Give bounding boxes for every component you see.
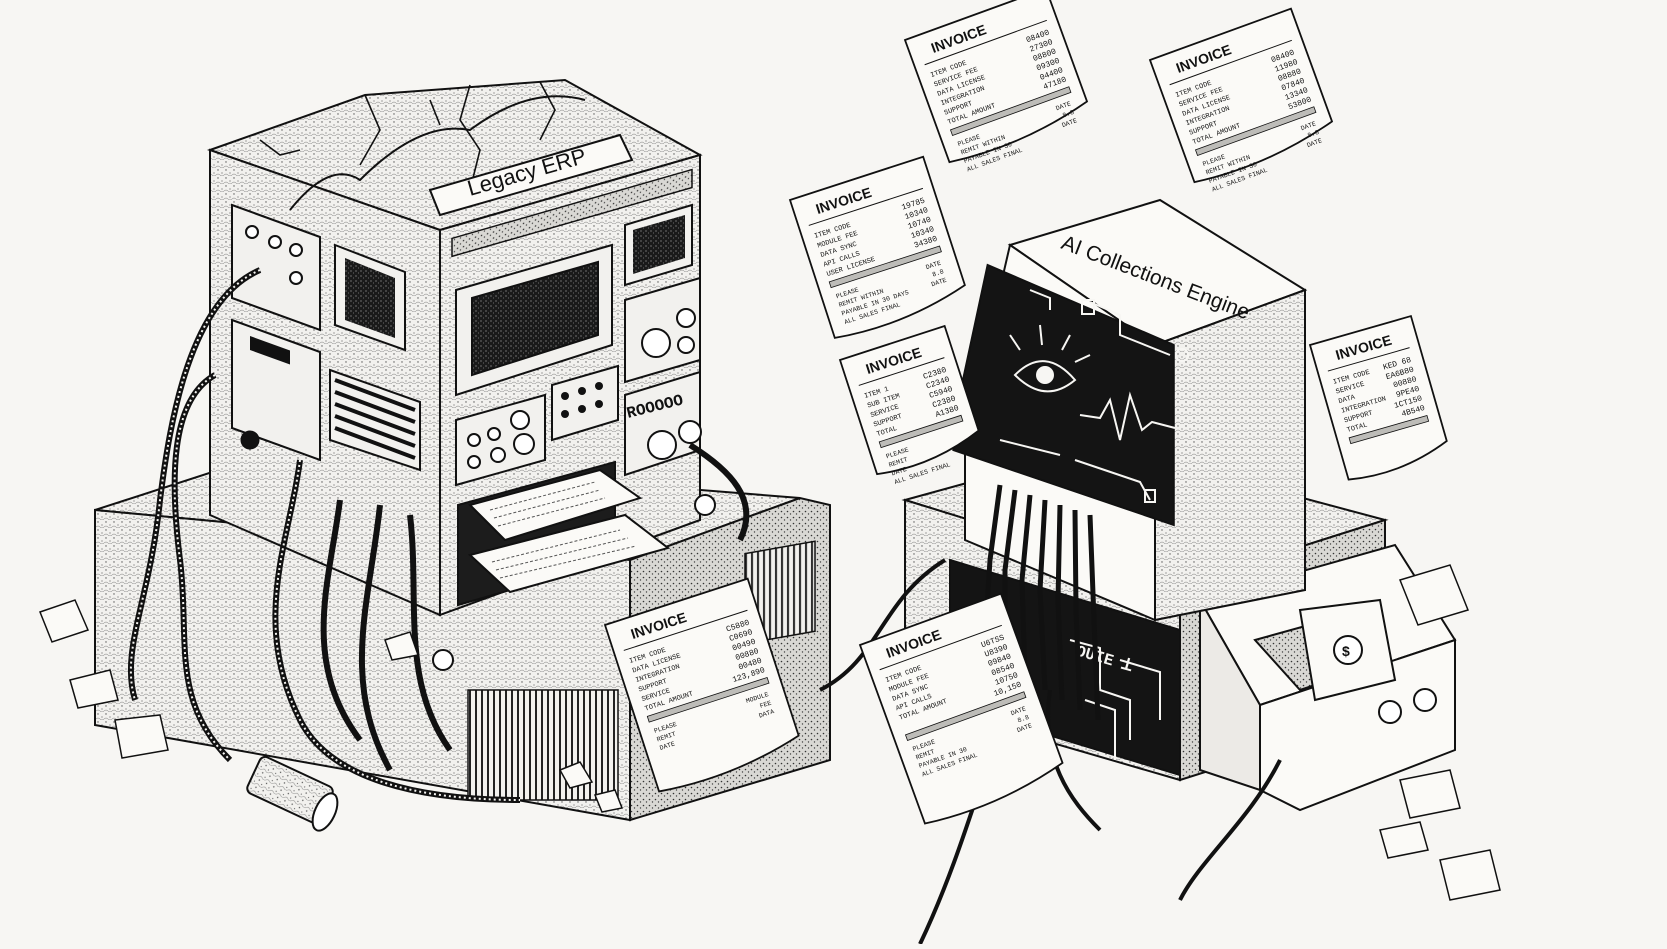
invoice-total-bar	[904, 691, 1027, 742]
cash-drawer: $	[1198, 543, 1457, 812]
invoice-footer-text: DATE	[1055, 100, 1072, 112]
paper-tray	[467, 513, 671, 594]
invoice-footer-text: 8.8	[1307, 129, 1320, 140]
legacy-erp-machine: Legacy ERP ROOOOO	[94, 78, 831, 832]
ai-monitor-side	[1154, 288, 1306, 622]
invoice-paper	[838, 324, 980, 476]
invoice-footer-text: DATE	[1306, 137, 1323, 149]
knob-icon	[677, 336, 695, 354]
invoice-paper	[1148, 7, 1334, 184]
cap	[432, 649, 454, 671]
invoice-total-bar	[828, 245, 942, 289]
invoice-total-bar	[1194, 106, 1317, 157]
legacy-left-panels	[231, 203, 421, 472]
knob-icon	[676, 308, 696, 328]
invoice-paper	[903, 0, 1089, 164]
legacy-button-panel	[455, 393, 546, 487]
invoice-footer-text: 8.8	[931, 268, 944, 278]
eye-icon	[1013, 360, 1077, 393]
invoice-paper	[603, 577, 800, 793]
legacy-top-strip	[451, 168, 693, 258]
ai-ribbon-cables	[982, 484, 1101, 721]
invoice-footer-text: FEE	[759, 700, 772, 710]
knob-icon	[641, 328, 671, 358]
barbed-wire	[289, 95, 586, 211]
invoice-paper	[1308, 314, 1448, 481]
invoice-footer-text: DATA	[758, 708, 775, 720]
invoice-total-bar	[646, 676, 770, 723]
invoice-footer-text: DATE	[891, 466, 908, 478]
invoice-footer-text: DATE	[659, 740, 676, 752]
ai-screen-graphics	[999, 289, 1189, 503]
invoice-footer-text: 8.8	[1017, 714, 1030, 725]
dial-icon	[647, 430, 677, 460]
invoice-footer-text: DATE	[1010, 705, 1027, 717]
invoice-footer-text: DATE	[1300, 120, 1317, 132]
invoice-total-bar	[949, 86, 1072, 137]
crack-lines	[259, 81, 556, 191]
invoice-footer-text: DATE	[1061, 117, 1078, 129]
invoice-paper	[858, 592, 1064, 825]
invoice-footer-text: DATE	[925, 260, 942, 272]
invoice-total-bar	[878, 414, 964, 449]
legacy-dial-panel: ROOOOO	[624, 370, 702, 477]
legacy-knob-panel	[624, 276, 701, 384]
debris	[39, 564, 1501, 901]
invoice-paper	[788, 155, 966, 339]
pulse-wave-icon	[1079, 391, 1176, 441]
legacy-drive-bay	[457, 460, 671, 607]
legacy-small-screen	[624, 203, 693, 287]
legacy-base-vents	[467, 689, 619, 801]
svg-text:$: $	[1342, 643, 1350, 659]
invoice-footer-text: DATE	[1016, 722, 1033, 734]
legacy-led-panel	[551, 364, 619, 442]
legacy-label-plate	[428, 133, 634, 217]
legacy-canister	[246, 755, 339, 832]
paper-tray	[468, 468, 643, 542]
cap	[694, 494, 716, 516]
invoice-footer-text: DATE	[930, 277, 947, 289]
invoice-total-bar	[1348, 414, 1430, 445]
legacy-main-screen	[455, 243, 613, 397]
invoice-footer-text: 8.8	[1062, 109, 1075, 120]
